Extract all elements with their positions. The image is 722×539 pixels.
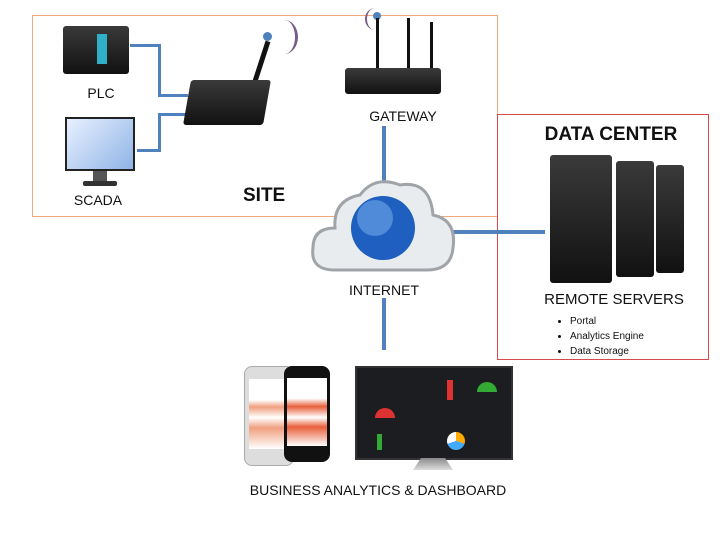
plc-label: PLC xyxy=(87,85,115,101)
scada-link xyxy=(137,149,161,152)
datacenter-link xyxy=(450,230,545,234)
gateway-router-icon xyxy=(345,8,445,95)
plc-link xyxy=(158,94,188,97)
remote-servers-label: REMOTE SERVERS xyxy=(544,291,684,308)
gateway-link xyxy=(382,126,386,186)
server-rack-icon xyxy=(550,155,685,285)
site-title: SITE xyxy=(243,185,286,206)
plc-icon xyxy=(63,26,129,74)
analytics-label: BUSINESS ANALYTICS & DASHBOARD xyxy=(249,482,507,498)
service-item: Data Storage xyxy=(570,344,644,359)
scada-link xyxy=(158,113,188,116)
service-item: Portal xyxy=(570,314,644,329)
scada-label: SCADA xyxy=(73,192,123,208)
internet-label: INTERNET xyxy=(349,282,419,298)
cloud-globe-icon xyxy=(311,180,456,272)
gateway-label: GATEWAY xyxy=(369,108,437,124)
plc-link xyxy=(158,44,161,96)
scada-link xyxy=(158,113,161,152)
plc-link xyxy=(130,44,161,47)
analytics-link xyxy=(382,298,386,350)
service-item: Analytics Engine xyxy=(570,329,644,344)
services-list: Portal Analytics Engine Data Storage xyxy=(548,314,644,359)
dashboard-monitor-icon xyxy=(355,366,513,472)
data-center-title: DATA CENTER xyxy=(544,124,678,145)
data-center-box xyxy=(497,114,709,360)
modem-icon xyxy=(183,20,298,135)
smartphone-icon xyxy=(244,366,332,466)
scada-monitor-icon xyxy=(65,117,135,189)
